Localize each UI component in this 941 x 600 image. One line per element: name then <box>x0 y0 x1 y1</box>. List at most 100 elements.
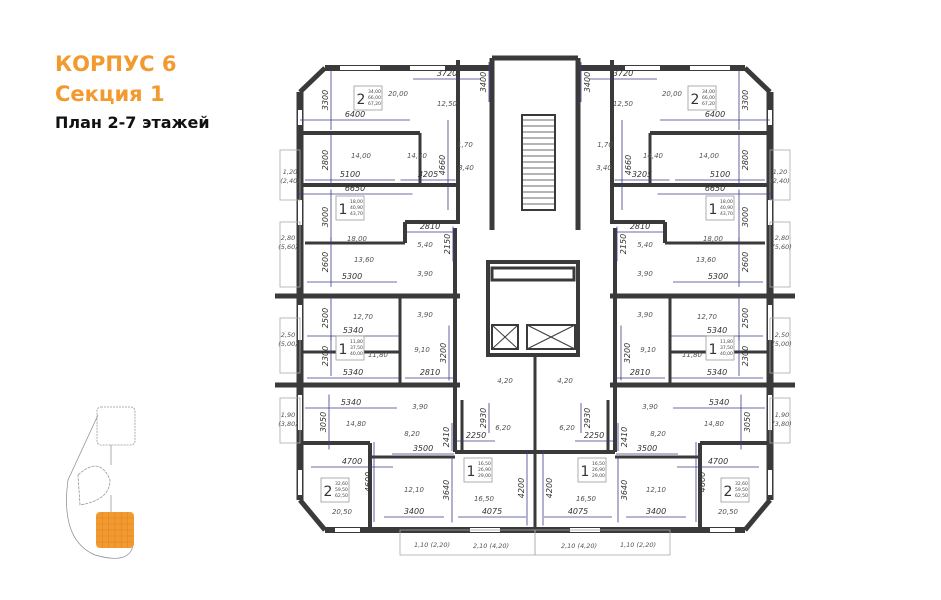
dimension-label: 5340 <box>343 326 363 335</box>
dimension-label: 2150 <box>619 234 628 254</box>
dimension-label: 2930 <box>479 408 488 428</box>
apartment-area: 16,50 <box>478 461 491 467</box>
dimension-label: 2810 <box>420 222 440 231</box>
room-area-label: 14,40 <box>407 152 428 160</box>
balcony-area-label: 2,80 <box>281 234 295 242</box>
dimension-label: 5340 <box>341 398 361 407</box>
apartment-area: 66,00 <box>702 95 715 101</box>
dimension-label: 3205 <box>632 170 652 179</box>
apartment-area: 11,80 <box>720 339 733 345</box>
dimension-label: 5100 <box>710 170 730 179</box>
apartment-room-count: 2 <box>691 92 700 108</box>
room-area-label: 14,80 <box>346 420 367 428</box>
apartment-area: 67,20 <box>368 101 381 107</box>
dimension-label: 5340 <box>707 326 727 335</box>
balcony-area-label: (5,00) <box>278 340 298 348</box>
room-area-label: 8,20 <box>650 430 666 438</box>
dimension-label: 2150 <box>443 234 452 254</box>
dimension-label: 3500 <box>637 444 657 453</box>
apartment-area: 43,70 <box>720 211 733 217</box>
dimension-label: 4200 <box>545 478 554 498</box>
room-area-label: 8,20 <box>404 430 420 438</box>
room-area-label: 3,90 <box>412 403 428 411</box>
apartment-area: 40,90 <box>350 205 363 211</box>
dimension-label: 3000 <box>321 207 330 227</box>
balcony-area-label: (5,00) <box>772 340 792 348</box>
room-area-label: 12,10 <box>646 486 667 494</box>
room-area-label: 12,50 <box>437 100 458 108</box>
dimension-label: 3205 <box>418 170 438 179</box>
balcony-area-label: 2,80 <box>775 234 789 242</box>
apartment-area: 29,00 <box>478 473 491 479</box>
room-area-label: 12,70 <box>353 313 374 321</box>
dimension-label: 3300 <box>321 90 330 110</box>
dimension-label: 3640 <box>442 480 451 500</box>
apartment-area: 18,00 <box>350 199 363 205</box>
dimension-label: 4075 <box>568 507 588 516</box>
apartment-area: 40,00 <box>720 351 733 357</box>
building-title: КОРПУС 6 <box>55 52 177 76</box>
apartment-area: 29,00 <box>592 473 605 479</box>
dimension-label: 2600 <box>741 252 750 272</box>
dimension-label: 5300 <box>708 272 728 281</box>
apartment-area: 59,50 <box>335 487 348 493</box>
apartment-room-count: 1 <box>581 464 590 480</box>
apartment-room-count: 1 <box>709 342 718 358</box>
dimension-label: 2930 <box>583 408 592 428</box>
balcony-area-label: 1,90 <box>775 411 789 419</box>
room-area-label: 16,50 <box>474 495 495 503</box>
balcony-area-label: 1,10 (2,20) <box>620 541 656 549</box>
dimension-label: 4600 <box>698 472 707 492</box>
apartment-room-count: 1 <box>709 202 718 218</box>
balcony <box>769 221 791 288</box>
room-area-label: 6,20 <box>559 424 575 432</box>
dimension-label: 3400 <box>479 72 488 92</box>
dimension-label: 5340 <box>343 368 363 377</box>
balcony-area-label: 1,10 (2,20) <box>414 541 450 549</box>
apartment-room-count: 1 <box>339 342 348 358</box>
room-area-label: 20,00 <box>388 90 409 98</box>
room-area-label: 16,50 <box>576 495 597 503</box>
dimension-label: 3300 <box>741 90 750 110</box>
apartment-area: 32,60 <box>335 481 348 487</box>
room-area-label: 13,60 <box>696 256 717 264</box>
dimension-label: 5300 <box>342 272 362 281</box>
room-area-label: 18,00 <box>347 235 368 243</box>
dimension-label: 3720 <box>437 69 457 78</box>
apartment-area: 26,90 <box>592 467 605 473</box>
dimension-label: 6650 <box>705 184 725 193</box>
dimension-label: 4200 <box>517 478 526 498</box>
dimension-label: 6650 <box>345 184 365 193</box>
apartment-area: 32,60 <box>735 481 748 487</box>
building-core <box>486 114 580 357</box>
apartment-area: 62,50 <box>735 493 748 499</box>
balcony <box>769 149 791 201</box>
balcony-area-label: (5,60) <box>278 243 298 251</box>
room-area-label: 4,20 <box>557 377 573 385</box>
apartment-area: 34,00 <box>368 89 381 95</box>
balcony-area-label: (2,40) <box>770 177 790 185</box>
dimension-label: 4600 <box>364 472 373 492</box>
room-area-label: 6,20 <box>495 424 511 432</box>
section-title: Секция 1 <box>55 82 165 106</box>
dimension-label: 3200 <box>439 343 448 363</box>
room-area-label: 20,00 <box>662 90 683 98</box>
apartment-area: 40,90 <box>720 205 733 211</box>
dimension-label: 2300 <box>741 346 750 366</box>
balcony-area-label: 1,20 <box>283 168 297 176</box>
dimension-label: 2800 <box>321 150 330 170</box>
balcony-area-label: 2,50 <box>775 331 789 339</box>
balcony-area-label: (2,40) <box>280 177 300 185</box>
dimension-label: 4700 <box>708 457 728 466</box>
